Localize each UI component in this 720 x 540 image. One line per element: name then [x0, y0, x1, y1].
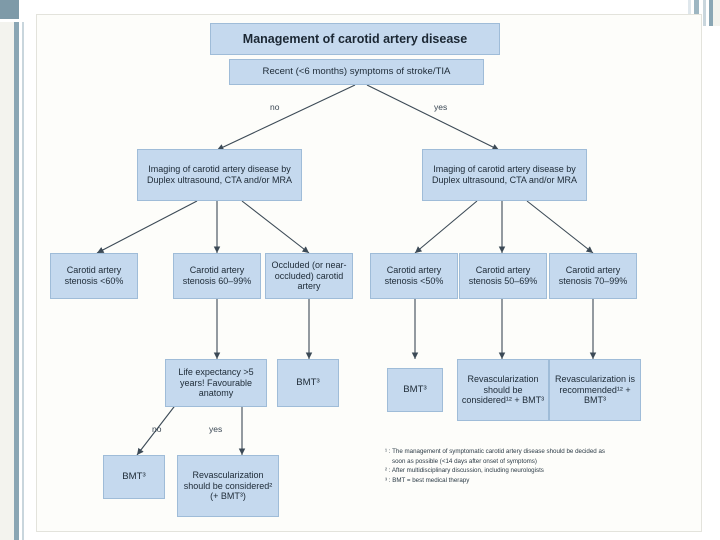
diagram-title: Management of carotid artery disease: [210, 23, 500, 55]
node-occluded-artery: Occluded (or near-occluded) carotid arte…: [265, 253, 353, 299]
label-sub-no: no: [152, 424, 162, 434]
connector-lines: [96, 84, 597, 456]
trb-8: [688, 0, 691, 26]
node-stenosis-70-99: Carotid artery stenosis 70–99%: [549, 253, 637, 299]
label-branch-yes: yes: [434, 102, 448, 112]
label-branch-no: no: [270, 102, 280, 112]
node-stenosis-50-69: Carotid artery stenosis 50–69%: [459, 253, 547, 299]
trb-4: [703, 0, 706, 26]
node-revasc-final: Revascularization should be considered² …: [177, 455, 279, 517]
node-stenosis-60-99: Carotid artery stenosis 60–99%: [173, 253, 261, 299]
top-left-corner-square: [0, 0, 19, 19]
diagram-canvas: Management of carotid artery disease Rec…: [36, 14, 702, 532]
top-left-corner: [0, 0, 24, 22]
node-root: Recent (<6 months) symptoms of stroke/TI…: [229, 59, 484, 85]
footnote-1a: ¹ : The management of symptomatic caroti…: [385, 448, 606, 455]
frame-bar-white: [19, 0, 22, 540]
node-stenosis-lt50: Carotid artery stenosis <50%: [370, 253, 458, 299]
frame-bar-light: [0, 0, 14, 540]
frame-bar-accent: [14, 0, 19, 540]
frame-bar-pale: [22, 0, 24, 540]
trb-3: [706, 0, 709, 26]
node-imaging-left: Imaging of carotid artery disease by Dup…: [137, 149, 302, 201]
footnote-3: ³ : BMT = best medical therapy: [385, 476, 470, 484]
footnote-2: ² : After multidisciplinary discussion, …: [385, 467, 544, 475]
node-revasc-considered-50-69: Revascularization should be considered¹²…: [457, 359, 549, 421]
footnote-1b: soon as possible (<14 days after onset o…: [392, 457, 537, 465]
footnotes: ¹ : The management of symptomatic caroti…: [385, 447, 645, 485]
slide-left-frame: [0, 0, 36, 540]
node-bmt-occluded: BMT³: [277, 359, 339, 407]
trb-6: [694, 0, 699, 26]
trb-7: [691, 0, 694, 26]
trb-2: [709, 0, 713, 26]
trb-5: [699, 0, 703, 26]
node-bmt-final-left: BMT³: [103, 455, 165, 499]
node-life-expectancy: Life expectancy >5 years! Favourable ana…: [165, 359, 267, 407]
node-revasc-recommended-70-99: Revascularization is recommended¹² + BMT…: [549, 359, 641, 421]
node-bmt-lt50: BMT³: [387, 368, 443, 412]
trb-1: [713, 0, 720, 26]
node-imaging-right: Imaging of carotid artery disease by Dup…: [422, 149, 587, 201]
node-stenosis-lt60: Carotid artery stenosis <60%: [50, 253, 138, 299]
label-sub-yes: yes: [209, 424, 223, 434]
